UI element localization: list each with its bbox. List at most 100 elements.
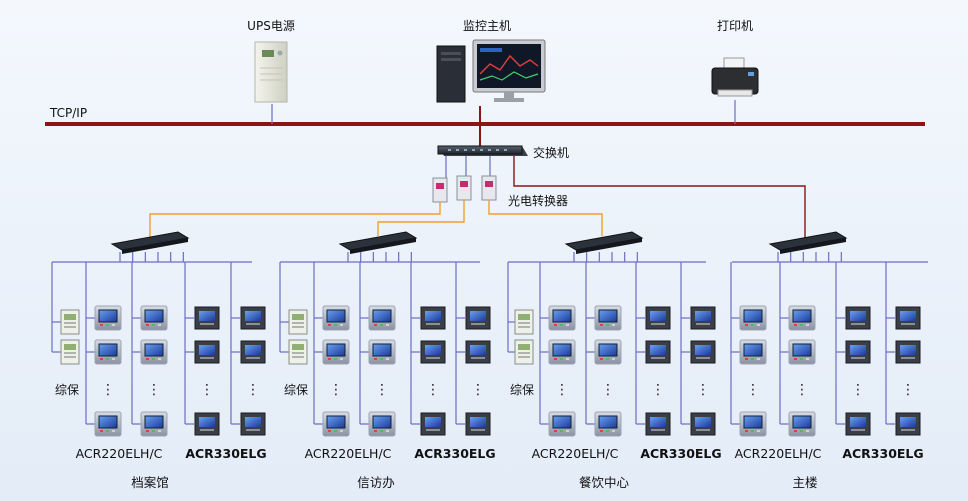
acr220elh-meter-icon <box>788 305 816 331</box>
site-name-4: 主楼 <box>792 475 818 490</box>
ups-label: UPS电源 <box>247 19 295 33</box>
acr330elg-meter-icon <box>194 340 220 364</box>
ellipsis-icon: ⋮ <box>147 382 161 398</box>
relay-label-site3: 综保 <box>510 383 535 397</box>
acr220elh-meter-icon <box>739 305 767 331</box>
acr220elh-meter-icon <box>322 305 350 331</box>
acr330elg-meter-icon <box>845 340 871 364</box>
acr330elg-meter-icon <box>645 340 671 364</box>
acr220elh-meter-icon <box>594 339 622 365</box>
acr330elg-meter-icon <box>690 306 716 330</box>
acr220elh-meter-icon <box>739 411 767 437</box>
fiber-link-site1 <box>149 202 441 238</box>
converter-icon <box>481 175 497 201</box>
acr330elg-meter-icon <box>845 412 871 436</box>
monitoring-host-icon <box>436 39 546 103</box>
acr220elh-meter-icon <box>368 305 396 331</box>
ellipsis-icon: ⋮ <box>101 382 115 398</box>
acr330elg-meter-icon <box>194 306 220 330</box>
ellipsis-icon: ⋮ <box>651 382 665 398</box>
acr220elh-meter-icon <box>322 411 350 437</box>
acr220elh-meter-icon <box>94 411 122 437</box>
ellipsis-icon: ⋮ <box>696 382 710 398</box>
ellipsis-icon: ⋮ <box>851 382 865 398</box>
acr220elh-meter-icon <box>548 305 576 331</box>
model-b-label-site4: ACR330ELG <box>842 446 924 461</box>
acr220elh-meter-icon <box>94 339 122 365</box>
acr330elg-meter-icon <box>240 412 266 436</box>
site-name-2: 信访办 <box>357 475 395 490</box>
acr220elh-meter-icon <box>594 305 622 331</box>
acr330elg-meter-icon <box>194 412 220 436</box>
relay-device-icon <box>60 309 80 335</box>
acr220elh-meter-icon <box>548 411 576 437</box>
ellipsis-icon: ⋮ <box>746 382 760 398</box>
site-name-3: 餐饮中心 <box>578 475 630 490</box>
relay-device-icon <box>288 339 308 365</box>
acr220elh-meter-icon <box>94 305 122 331</box>
acr330elg-meter-icon <box>420 306 446 330</box>
model-a-label-site2: ACR220ELH/C <box>304 446 392 461</box>
ellipsis-icon: ⋮ <box>426 382 440 398</box>
fiber-link-site2 <box>377 200 465 236</box>
acr220elh-meter-icon <box>368 411 396 437</box>
acr220elh-meter-icon <box>140 339 168 365</box>
ellipsis-icon: ⋮ <box>555 382 569 398</box>
acr330elg-meter-icon <box>690 340 716 364</box>
site-name-1: 档案馆 <box>131 475 169 490</box>
main-switch-icon <box>437 145 528 156</box>
acr330elg-meter-icon <box>645 412 671 436</box>
acr330elg-meter-icon <box>465 340 491 364</box>
ellipsis-icon: ⋮ <box>200 382 214 398</box>
acr330elg-meter-icon <box>240 306 266 330</box>
ellipsis-icon: ⋮ <box>246 382 260 398</box>
acr220elh-meter-icon <box>739 339 767 365</box>
acr330elg-meter-icon <box>895 412 921 436</box>
acr330elg-meter-icon <box>895 306 921 330</box>
converter-icon <box>432 177 448 203</box>
switch-site4-link <box>513 156 806 238</box>
fiber-link-site3 <box>488 200 603 236</box>
acr220elh-meter-icon <box>594 411 622 437</box>
printer-icon <box>711 57 759 97</box>
ellipsis-icon: ⋮ <box>375 382 389 398</box>
acr220elh-meter-icon <box>368 339 396 365</box>
relay-label-site1: 综保 <box>55 383 80 397</box>
model-b-label-site3: ACR330ELG <box>640 446 722 461</box>
acr330elg-meter-icon <box>845 306 871 330</box>
printer-label: 打印机 <box>716 19 754 33</box>
acr220elh-meter-icon <box>788 339 816 365</box>
relay-device-icon <box>288 309 308 335</box>
site-switch-icon-4 <box>768 231 848 254</box>
model-a-label-site3: ACR220ELH/C <box>531 446 619 461</box>
acr220elh-meter-icon <box>140 411 168 437</box>
relay-device-icon <box>514 339 534 365</box>
ellipsis-icon: ⋮ <box>901 382 915 398</box>
acr330elg-meter-icon <box>895 340 921 364</box>
converter-label: 光电转换器 <box>508 194 569 208</box>
model-a-label-site1: ACR220ELH/C <box>75 446 163 461</box>
site-switch-icon-3 <box>564 231 644 254</box>
monitoring-host-label: 监控主机 <box>462 19 512 33</box>
site-switch-icon-2 <box>338 231 418 254</box>
sites-layer: ⋮⋮⋮⋮⋮⋮⋮⋮⋮⋮⋮⋮⋮⋮⋮⋮ <box>51 231 928 437</box>
acr330elg-meter-icon <box>420 412 446 436</box>
acr220elh-meter-icon <box>788 411 816 437</box>
relay-device-icon <box>514 309 534 335</box>
acr330elg-meter-icon <box>420 340 446 364</box>
acr220elh-meter-icon <box>322 339 350 365</box>
model-b-label-site1: ACR330ELG <box>185 446 267 461</box>
ellipsis-icon: ⋮ <box>601 382 615 398</box>
acr330elg-meter-icon <box>465 412 491 436</box>
converter-icon <box>456 175 472 201</box>
acr330elg-meter-icon <box>240 340 266 364</box>
relay-device-icon <box>60 339 80 365</box>
acr330elg-meter-icon <box>645 306 671 330</box>
model-b-label-site2: ACR330ELG <box>414 446 496 461</box>
switch-label: 交换机 <box>533 146 570 160</box>
ups-icon <box>254 41 288 103</box>
tcpip-bus-label: TCP/IP <box>50 106 88 120</box>
acr330elg-meter-icon <box>465 306 491 330</box>
